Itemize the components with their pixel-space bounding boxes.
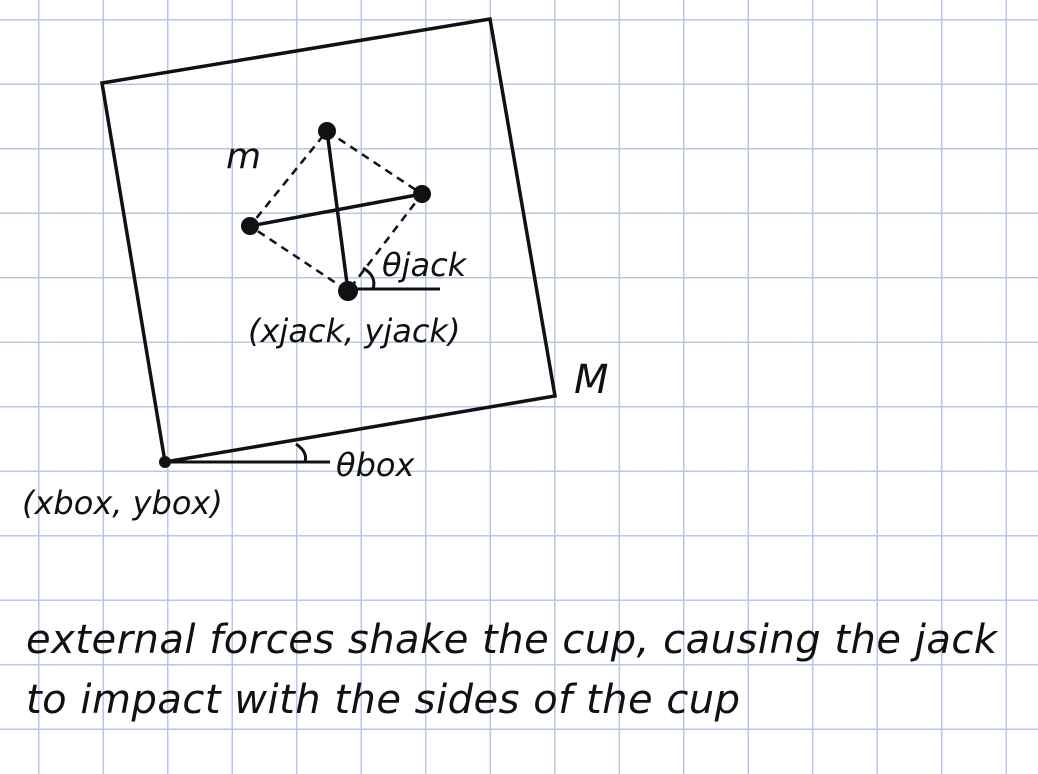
jack-mass-top [318, 122, 336, 140]
box-origin-point [159, 456, 171, 468]
small-mass-label: m [226, 136, 261, 177]
caption-line-2: to impact with the sides of the cup [26, 677, 741, 723]
jack-mass-bottom [338, 281, 358, 301]
box-angle-arc [295, 442, 308, 463]
jack-in-box-diagram: m M θjack θbox (xjack, yjack) (xbox, ybo… [22, 16, 609, 522]
caption-line-1: external forces shake the cup, causing t… [26, 617, 998, 663]
big-mass-label: M [574, 357, 609, 403]
jack-angle-arc [362, 266, 376, 290]
jack-mass-right [413, 185, 431, 203]
jack-rod-horizontal [249, 192, 423, 228]
jack-mass-left [241, 217, 259, 235]
theta-box-label: θbox [336, 446, 415, 484]
theta-jack-label: θjack [382, 246, 468, 284]
box-outline [99, 16, 558, 465]
box-position-label: (xbox, ybox) [22, 484, 223, 522]
caption: external forces shake the cup, causing t… [26, 610, 1016, 730]
jack-position-label: (xjack, yjack) [248, 312, 460, 350]
jack-dashed-outline [248, 129, 424, 293]
